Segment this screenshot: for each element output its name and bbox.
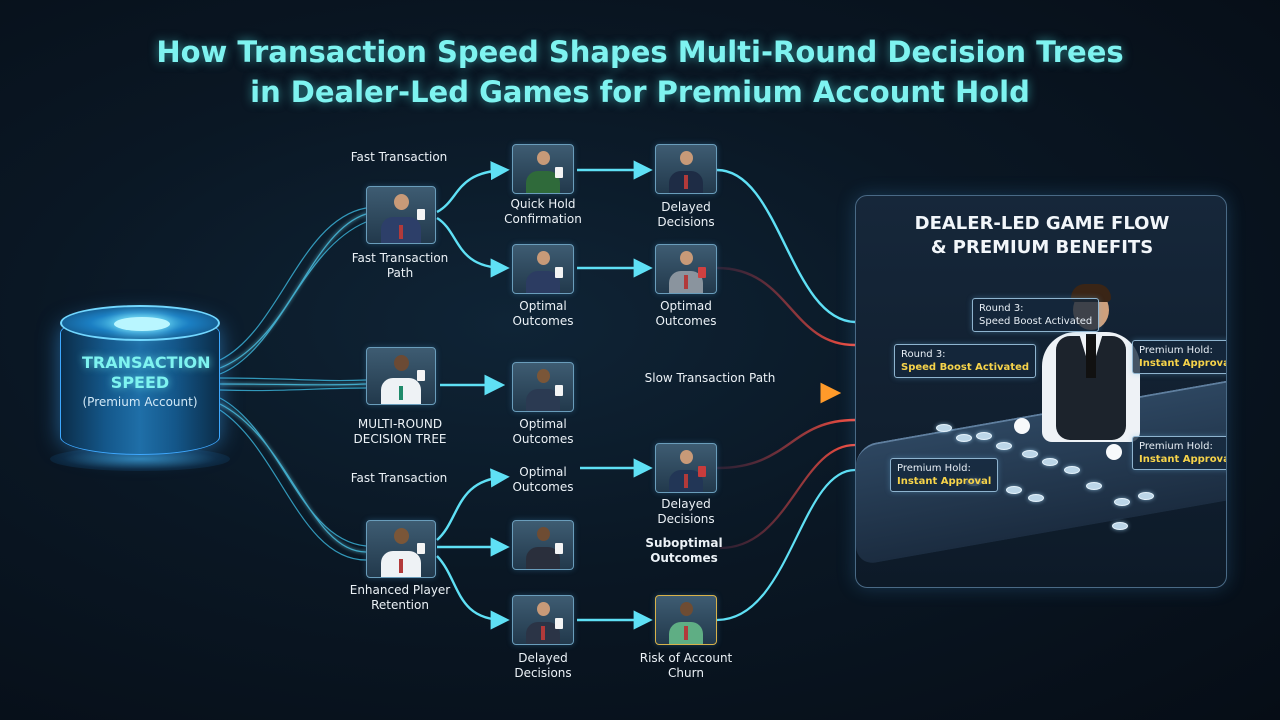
dealer-card-optimal-1 (512, 244, 574, 294)
label-delayed-decisions-1: Delayed Decisions (657, 200, 715, 229)
hud-hold-label: Premium Hold: (1139, 441, 1213, 452)
chip (1112, 522, 1128, 530)
dealer-card-optimal-2 (512, 362, 574, 412)
panel-title-line-1: DEALER-LED GAME FLOW (914, 213, 1170, 234)
upper-red-line (716, 266, 856, 347)
dealer-card-delayed-2 (655, 443, 717, 493)
dealer-card-fast-path (366, 186, 436, 244)
label-optimal-outcomes-1: Optimal Outcomes (512, 299, 574, 328)
hud-round-speed-boost-left: Round 3: Speed Boost Activated (894, 344, 1037, 378)
hud-hold-value: Instant Approval (1139, 454, 1227, 465)
label-optimal-outcomes-2: Optimal Outcomes (512, 417, 574, 446)
cylinder-subtitle: (Premium Account) (82, 395, 198, 409)
label-fast-transaction-upper: Fast Transaction (350, 150, 448, 164)
dealer-card-multi-round (366, 347, 436, 405)
chip (1086, 482, 1102, 490)
source-fan-glow (219, 212, 367, 554)
chip (1028, 494, 1044, 502)
label-fast-transaction-path: Fast Transaction Path (351, 251, 449, 280)
label-slow-transaction-path: Slow Transaction Path (644, 371, 776, 385)
panel-title-line-2: & PREMIUM BENEFITS (930, 237, 1154, 258)
label-account-churn: Risk of Account Churn (639, 651, 733, 680)
label-quick-hold: Quick Hold Confirmation (504, 197, 582, 226)
label-enhanced-retention: Enhanced Player Retention (349, 583, 451, 612)
dealer-card-quick-hold (512, 144, 574, 194)
hud-premium-hold-left: Premium Hold: Instant Approval (890, 458, 999, 492)
label-fast-transaction-lower: Fast Transaction (350, 471, 448, 485)
hud-hold-label: Premium Hold: (897, 463, 971, 474)
chip (1138, 492, 1154, 500)
cylinder-top (60, 305, 220, 341)
chip (996, 442, 1012, 450)
dealer-card-optimad (655, 244, 717, 294)
hud-round-value: Speed Boost Activated (901, 362, 1030, 373)
dealer-card-suboptimal (512, 520, 574, 570)
dealer-card-delayed-3 (512, 595, 574, 645)
lower-red-line-2 (719, 443, 856, 550)
dealer-card-delayed-1 (655, 144, 717, 194)
dealer-tie (1086, 334, 1096, 378)
lower-cyan-line (716, 468, 856, 622)
hud-round-label: Round 3: (979, 303, 1024, 314)
dealer-card-churn (655, 595, 717, 645)
hud-round-speed-boost-center: Round 3: Speed Boost Activated (972, 298, 1100, 332)
title-line-1: How Transaction Speed Shapes Multi-Round… (156, 35, 1124, 69)
chip (1006, 486, 1022, 494)
hud-round-value: Speed Boost Activated (979, 316, 1093, 327)
lower-branch-arrows (436, 458, 653, 630)
dealer-card-enhanced (366, 520, 436, 578)
panel-title: DEALER-LED GAME FLOW & PREMIUM BENEFITS (856, 212, 1226, 260)
diagram-title: How Transaction Speed Shapes Multi-Round… (0, 32, 1280, 112)
game-flow-panel: DEALER-LED GAME FLOW & PREMIUM BENEFITS … (855, 195, 1227, 588)
hud-hold-value: Instant Approval (1139, 358, 1227, 369)
label-delayed-decisions-2: Delayed Decisions (657, 497, 715, 526)
chip (976, 432, 992, 440)
label-suboptimal-outcomes: Suboptimal Outcomes (645, 536, 723, 565)
hud-premium-hold-upper: Premium Hold: Instant Approval (1132, 340, 1227, 374)
label-multi-round-tree: MULTI-ROUND DECISION TREE (353, 417, 447, 446)
cylinder-title: TRANSACTION SPEED (82, 353, 211, 392)
chip (936, 424, 952, 432)
chip (956, 434, 972, 442)
label-optimal-outcomes-3: Optimal Outcomes (512, 465, 574, 494)
dealer-hair (1071, 284, 1111, 302)
hud-round-label: Round 3: (901, 349, 946, 360)
title-line-2: in Dealer-Led Games for Premium Account … (250, 75, 1030, 109)
label-delayed-decisions-3: Delayed Decisions (514, 651, 572, 680)
dealer-glove-right (1106, 444, 1122, 460)
chip (1022, 450, 1038, 458)
lower-red-line-1 (716, 418, 856, 470)
transaction-speed-cylinder: TRANSACTION SPEED (Premium Account) (50, 305, 230, 471)
chip (1042, 458, 1058, 466)
hud-hold-value: Instant Approval (897, 476, 992, 487)
chip (1064, 466, 1080, 474)
dealer-glove-left (1014, 418, 1030, 434)
hud-hold-label: Premium Hold: (1139, 345, 1213, 356)
hud-premium-hold-right: Premium Hold: Instant Approval (1132, 436, 1227, 470)
upper-branch-arrows (436, 160, 856, 324)
label-optimad-outcomes: Optimad Outcomes (655, 299, 717, 328)
chip (1114, 498, 1130, 506)
